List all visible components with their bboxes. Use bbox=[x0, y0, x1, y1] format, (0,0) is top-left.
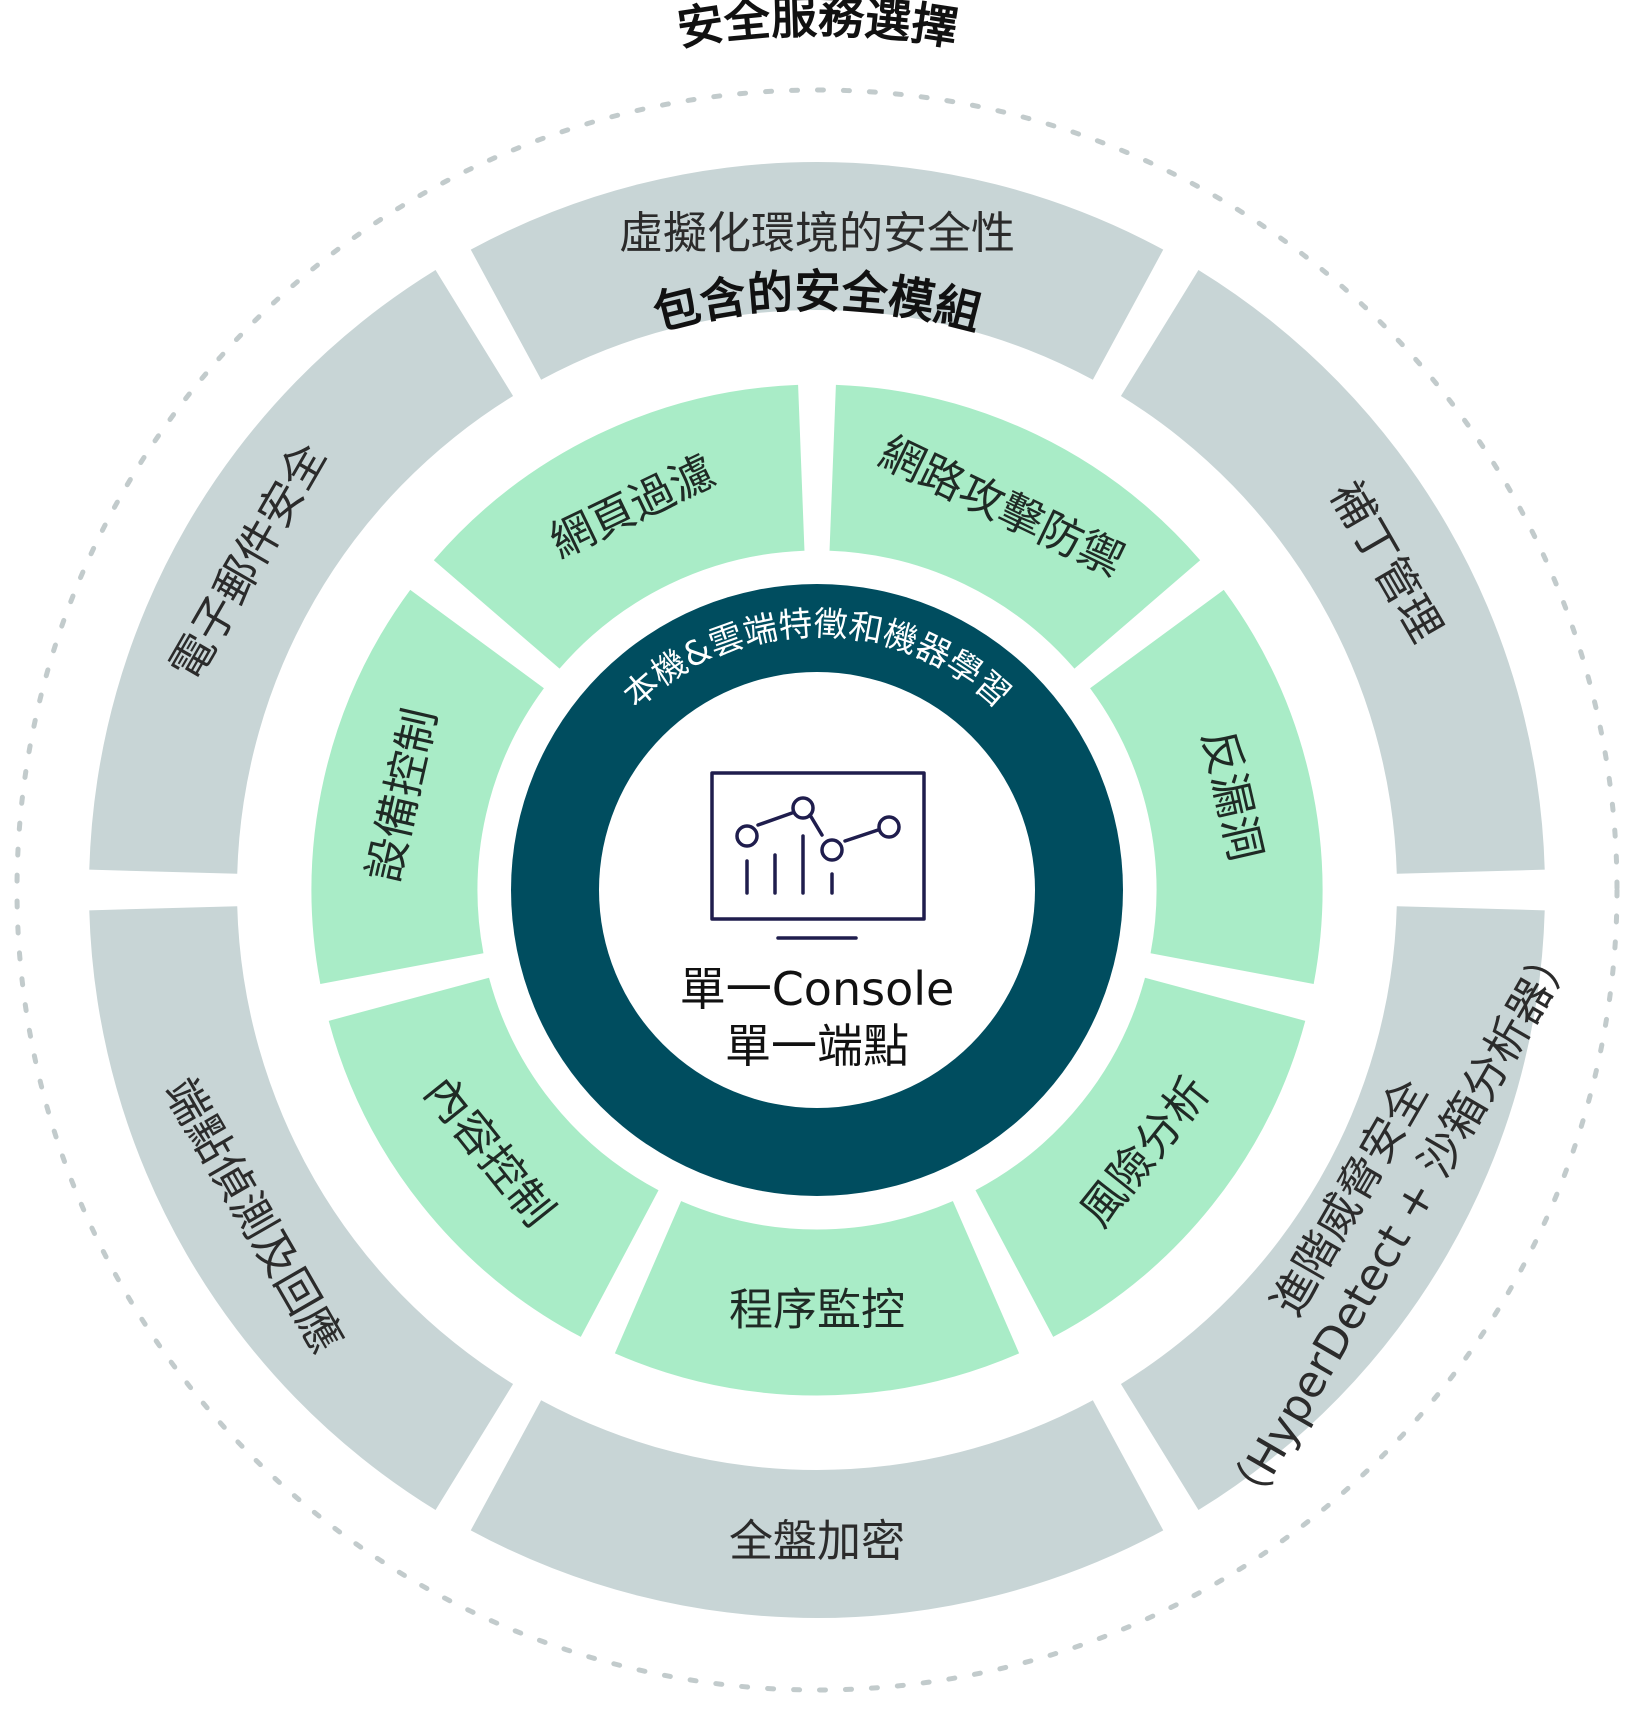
outer-segment-1 bbox=[470, 162, 1164, 380]
inner-segment-1 bbox=[829, 384, 1201, 669]
inner-segment-6 bbox=[311, 589, 544, 984]
core-line-1: 單一Console bbox=[680, 962, 955, 1016]
outer-segment-4 bbox=[470, 1400, 1164, 1618]
outer-segment-2 bbox=[1120, 269, 1545, 874]
outer-segment-6 bbox=[89, 269, 514, 874]
core-circle bbox=[599, 672, 1035, 1108]
monitor-chart-icon bbox=[710, 771, 926, 940]
inner-segment-label-4: 程序監控 bbox=[729, 1285, 905, 1336]
outer-segment-label-4: 全盤加密 bbox=[729, 1516, 905, 1567]
outer-dotted-border bbox=[14, 87, 1620, 1693]
inner-segment-7 bbox=[433, 384, 805, 669]
outer-segment-3 bbox=[1120, 906, 1545, 1511]
outer-segment-5 bbox=[89, 906, 514, 1511]
inner-segment-4 bbox=[614, 1201, 1020, 1396]
inner-segment-3 bbox=[975, 977, 1306, 1337]
inner-segment-2 bbox=[1090, 589, 1323, 984]
outer-segment-label-1: 虛擬化環境的安全性 bbox=[619, 208, 1015, 259]
core-line-2: 單一端點 bbox=[725, 1019, 909, 1073]
inner-segment-5 bbox=[328, 977, 659, 1337]
outer-ring-title: 安全服務選擇 bbox=[674, 0, 962, 56]
